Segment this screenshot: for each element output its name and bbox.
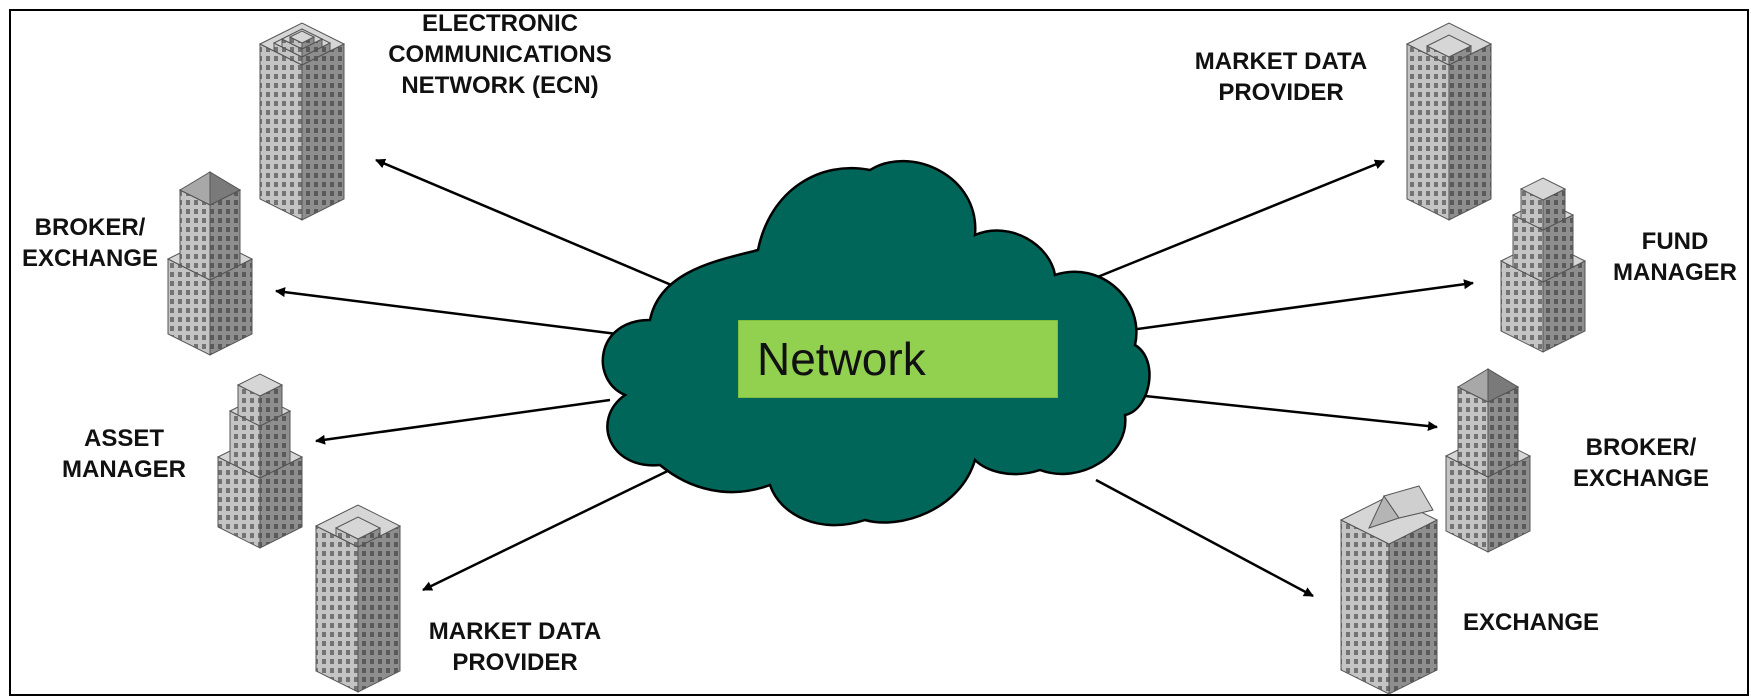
- label-market-data-provider-right: MARKET DATA PROVIDER: [1194, 48, 1368, 106]
- building-exchange: [1339, 485, 1439, 695]
- label-asset-manager: ASSET MANAGER: [62, 425, 186, 483]
- arrow-to-ecn: [375, 158, 696, 297]
- label-fund-manager: FUND MANAGER: [1613, 228, 1737, 286]
- building-asset-manager: [216, 373, 304, 549]
- building-market-data-provider-left: [314, 504, 402, 693]
- label-exchange: EXCHANGE: [1462, 609, 1600, 636]
- arrow-to-market-data-provider-left: [422, 463, 681, 592]
- building-broker-exchange-right: [1444, 368, 1532, 553]
- network-label: Network: [757, 333, 926, 385]
- arrow-to-asset-manager: [315, 398, 611, 445]
- label-broker-exchange-left: BROKER/ EXCHANGE: [21, 214, 159, 272]
- building-broker-exchange-left: [166, 171, 254, 356]
- arrow-to-broker-exchange-right: [1144, 394, 1438, 432]
- arrow-to-fund-manager: [1129, 279, 1474, 332]
- building-ecn: [258, 22, 346, 221]
- arrow-to-exchange: [1095, 478, 1314, 598]
- arrow-to-broker-exchange-left: [275, 287, 626, 337]
- diagram-border: [9, 9, 1749, 696]
- arrows: [275, 158, 1474, 598]
- network-label-box: Network: [738, 320, 1058, 398]
- label-broker-exchange-right: BROKER/ EXCHANGE: [1572, 434, 1710, 492]
- label-ecn: ELECTRONIC COMMUNICATIONS NETWORK (ECN): [388, 10, 612, 99]
- building-fund-manager: [1499, 177, 1587, 353]
- arrow-to-market-data-provider-right: [1094, 159, 1385, 280]
- label-market-data-provider-left: MARKET DATA PROVIDER: [428, 618, 602, 676]
- building-market-data-provider-right: [1405, 22, 1493, 221]
